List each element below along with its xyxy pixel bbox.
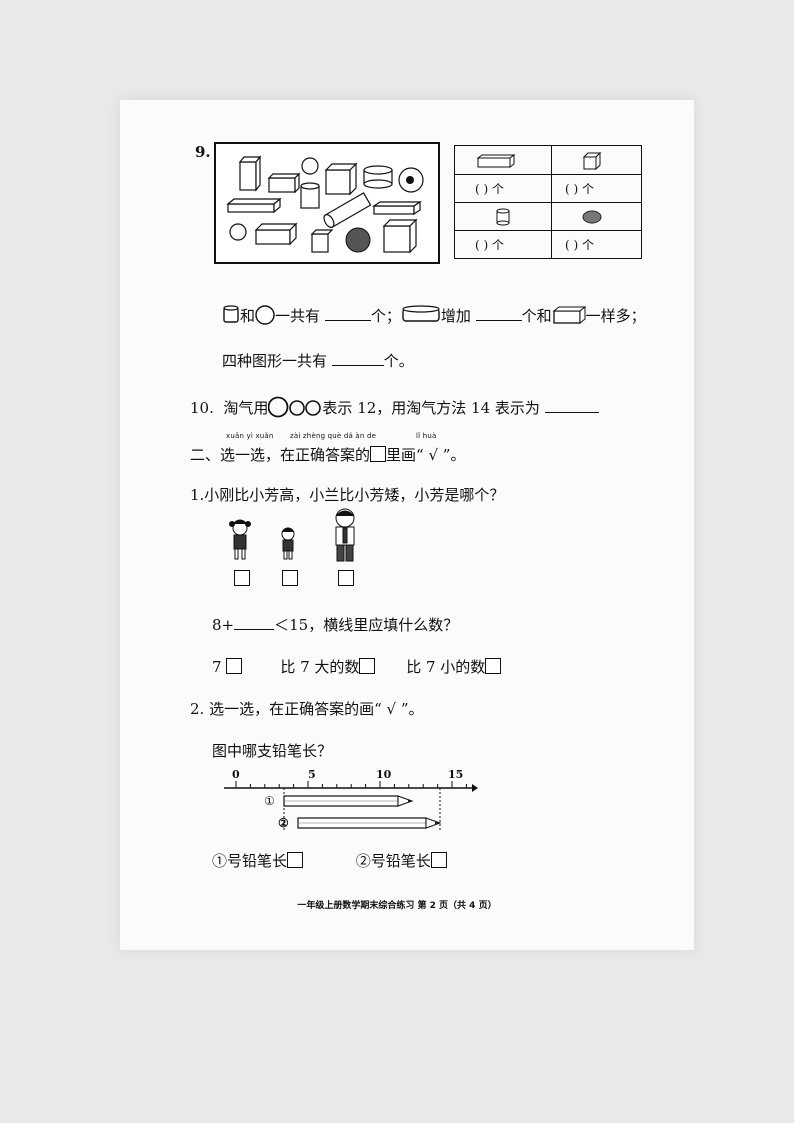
q9-line1: 和一共有 个；增加 个和一样多； bbox=[222, 305, 646, 326]
cuboid-count-cell: ( ) 个 bbox=[475, 182, 504, 196]
ruler-pencils-figure bbox=[224, 781, 478, 832]
answer-box-opt3[interactable] bbox=[485, 658, 502, 674]
answer-box-opt1[interactable] bbox=[225, 658, 242, 674]
q9-number: 9. bbox=[195, 143, 211, 161]
ball-count-cell: ( ) 个 bbox=[565, 238, 594, 252]
answer-blank[interactable] bbox=[475, 320, 522, 321]
s2q2-sub: 图中哪支铅笔长？ bbox=[212, 742, 333, 760]
answer-blank[interactable] bbox=[324, 320, 371, 321]
answer-box-girl2[interactable] bbox=[282, 570, 298, 586]
q9-count-table: ( ) 个 ( ) 个 ( ) 个 ( ) 个 bbox=[454, 145, 642, 259]
answer-box-pencil2[interactable] bbox=[430, 852, 447, 868]
s2q2-question: 2. 选一选，在正确答案的画“ √ ”。 bbox=[190, 700, 424, 718]
tick-label-15: 15 bbox=[448, 768, 464, 781]
tick-label-5: 5 bbox=[308, 768, 316, 781]
answer-box-opt2[interactable] bbox=[359, 658, 376, 674]
cylinder-icon bbox=[223, 305, 239, 323]
children-picture bbox=[229, 508, 355, 562]
q9-shapes-picture bbox=[214, 142, 440, 264]
answer-box-girl1[interactable] bbox=[234, 570, 250, 586]
pinyin-xuan: xuǎn yì xuǎn bbox=[226, 432, 274, 440]
s2q1-expression: 8+＜15，横线里应填什么数？ bbox=[212, 616, 459, 634]
answer-box-boy[interactable] bbox=[338, 570, 354, 586]
page-footer: 一年级上册数学期末综合练习 第 2 页（共 4 页） bbox=[297, 901, 497, 911]
pencil2-label: ② bbox=[278, 816, 289, 830]
answer-box-pencil1[interactable] bbox=[287, 852, 304, 868]
pencil1-label: ① bbox=[264, 794, 275, 808]
answer-blank[interactable] bbox=[544, 412, 599, 413]
s2q1-question: 1.小刚比小芳高，小兰比小芳矮，小芳是哪个？ bbox=[190, 486, 505, 504]
pinyin-zai: zài zhèng què dá àn de bbox=[290, 432, 377, 440]
q10: 10. 淘气用表示 12，用淘气方法 14 表示为 bbox=[190, 396, 599, 418]
ball-icon bbox=[582, 210, 602, 224]
cuboid-icon bbox=[552, 305, 587, 325]
circles-icon bbox=[268, 396, 322, 418]
cube-icon bbox=[583, 152, 602, 170]
s2q1-options: 7 比 7 大的数 比 7 小的数 bbox=[212, 656, 502, 677]
section2-heading: 二、选一选，在正确答案的里画“ √ ”。 bbox=[190, 446, 466, 464]
cuboid-icon bbox=[477, 154, 516, 168]
tick-label-0: 0 bbox=[232, 768, 240, 781]
flat-cylinder-icon bbox=[402, 305, 440, 322]
pinyin-li: lǐ huà bbox=[416, 432, 437, 440]
cylinder-count-cell: ( ) 个 bbox=[475, 238, 504, 252]
tick-label-10: 10 bbox=[376, 768, 392, 781]
answer-blank[interactable] bbox=[234, 629, 275, 630]
ball-icon bbox=[255, 305, 275, 325]
answer-blank[interactable] bbox=[331, 365, 384, 366]
q9-line2: 四种图形一共有 个。 bbox=[222, 352, 414, 370]
answer-box-icon bbox=[370, 446, 387, 462]
cube-count-cell: ( ) 个 bbox=[565, 182, 594, 196]
s2q2-answers: ①号铅笔长 ②号铅笔长 bbox=[212, 850, 447, 871]
cylinder-icon bbox=[496, 208, 510, 226]
